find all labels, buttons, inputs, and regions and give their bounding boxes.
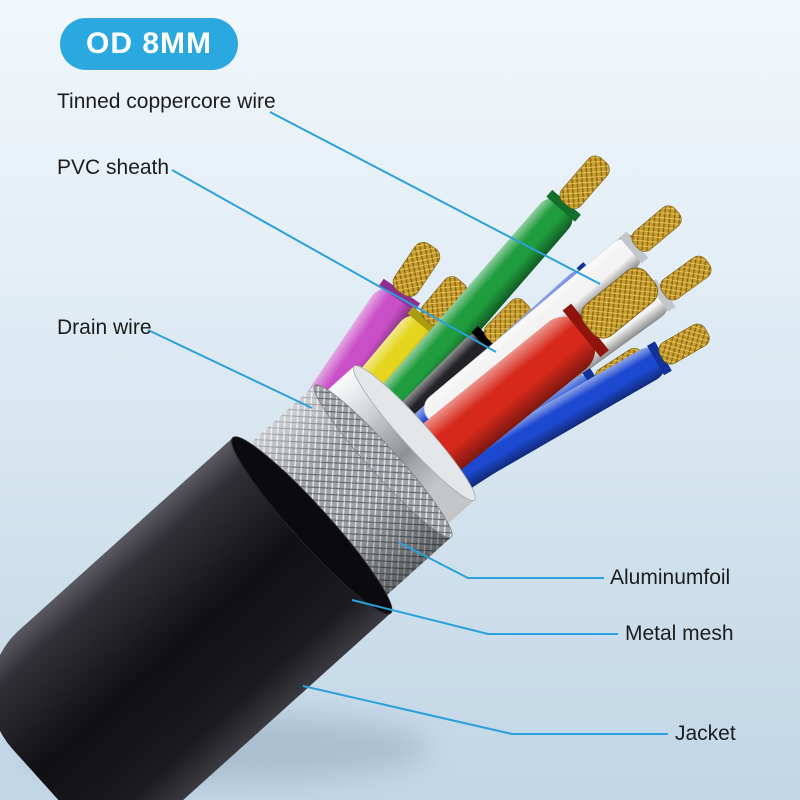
od-badge: OD 8MM bbox=[60, 18, 238, 70]
label-tinned-coppercore-wire: Tinned coppercore wire bbox=[57, 90, 276, 113]
mesh-cut-edge bbox=[313, 384, 453, 538]
copper-tip bbox=[660, 255, 712, 301]
wire-blue-3 bbox=[440, 323, 710, 493]
label-metal-mesh: Metal mesh bbox=[625, 622, 734, 645]
label-aluminumfoil: Aluminumfoil bbox=[610, 566, 731, 589]
copper-tip bbox=[581, 267, 658, 339]
copper-tip bbox=[658, 323, 710, 365]
copper-tip bbox=[631, 205, 682, 252]
foil-cut-edge bbox=[352, 365, 476, 501]
metal-mesh-layer bbox=[224, 384, 453, 619]
copper-tip bbox=[559, 155, 610, 209]
jacket-layer bbox=[0, 436, 393, 800]
label-drain-wire: Drain wire bbox=[57, 316, 152, 339]
label-jacket: Jacket bbox=[675, 722, 736, 745]
label-pvc-sheath: PVC sheath bbox=[57, 156, 170, 179]
